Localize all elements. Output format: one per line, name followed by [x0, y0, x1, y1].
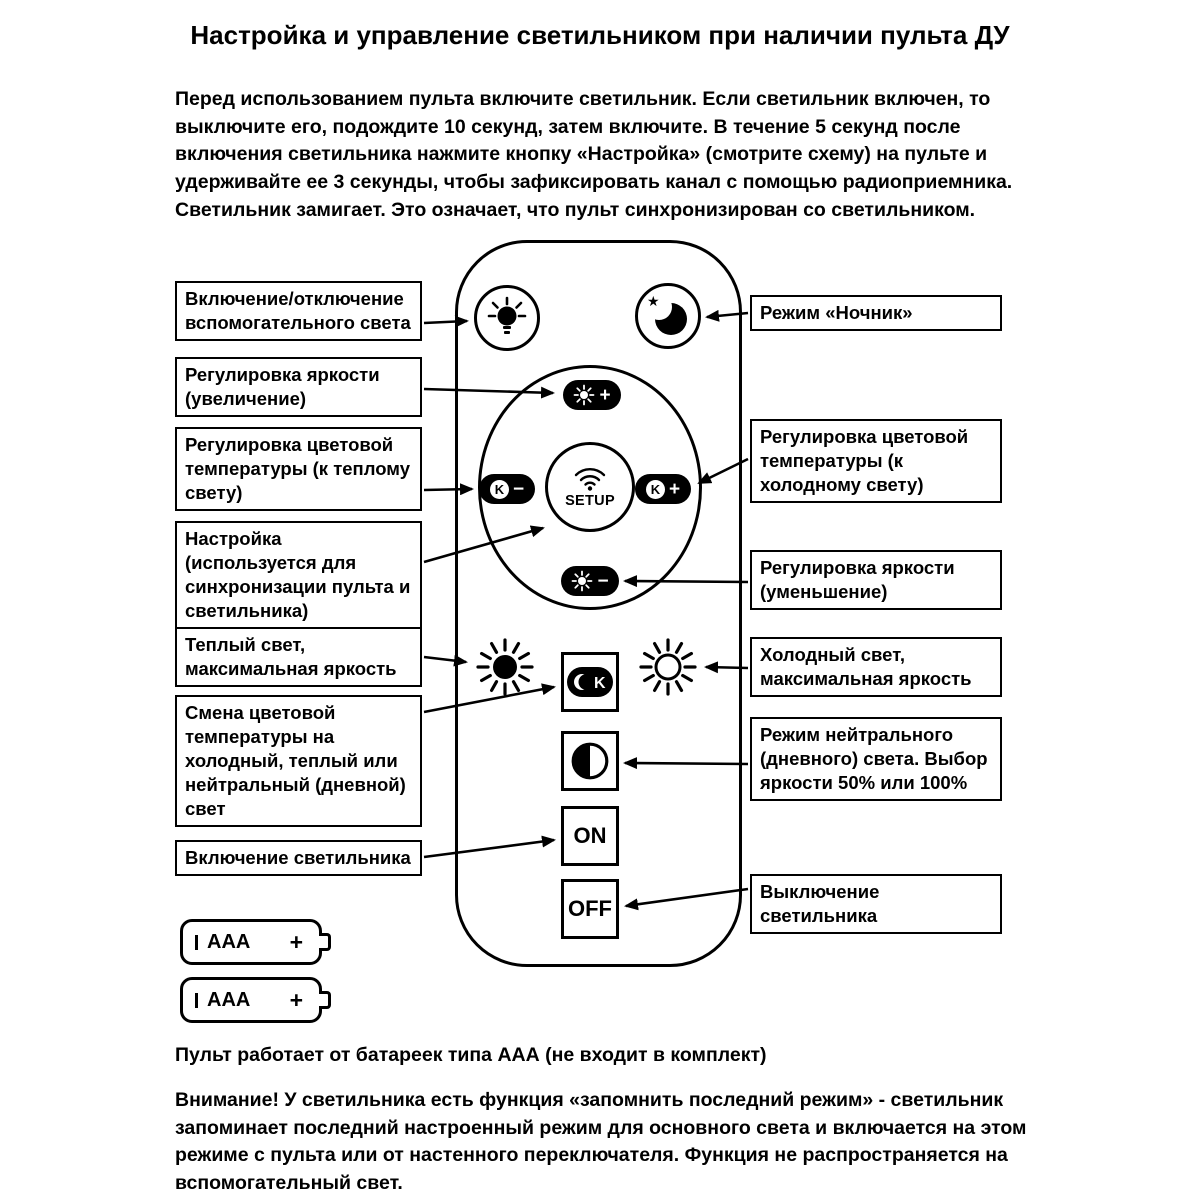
wifi-icon — [574, 467, 606, 491]
temp-warm-button: K − — [479, 474, 535, 504]
warning-paragraph: Внимание! У светильника есть функция «за… — [175, 1089, 1027, 1195]
callout-temp-cycle: Смена цветовой температуры на холодный, … — [175, 695, 422, 828]
callout-cold-max: Холодный свет, максимальная яркость — [750, 637, 1002, 698]
callout-brightness-down: Регулировка яркости (уменьшение) — [750, 550, 1002, 611]
battery-type-label: AAA — [207, 988, 251, 1011]
intro-paragraph: Перед использованием пульта включите све… — [175, 88, 1013, 221]
callout-power-off: Выключение светильника — [750, 874, 1002, 935]
setup-button: SETUP — [545, 442, 635, 532]
plus-sign: + — [668, 478, 681, 500]
battery-minus-terminal — [195, 992, 198, 1008]
brightness-up-button: + — [563, 380, 621, 410]
sun-icon — [572, 570, 593, 592]
callout-power-on: Включение светильника — [175, 840, 422, 877]
callout-brightness-up: Регулировка яркости (увеличение) — [175, 357, 422, 418]
sun-icon — [574, 384, 595, 406]
temp-cold-button: K + — [635, 474, 691, 504]
off-label: OFF — [568, 896, 612, 921]
battery-minus-terminal — [195, 934, 198, 950]
bulb-icon — [487, 296, 527, 334]
battery-plus-label: + — [289, 986, 303, 1013]
on-label: ON — [573, 823, 607, 848]
minus-sign: − — [597, 570, 609, 592]
battery-terminal — [319, 991, 331, 1009]
callout-neutral-mode: Режим нейтрального (дневного) света. Выб… — [750, 717, 1002, 802]
neutral-mode-button — [561, 731, 619, 791]
page-title: Настройка и управление светильником при … — [190, 20, 1010, 50]
callout-aux-light: Включение/отключение вспомогательного св… — [175, 281, 422, 342]
battery-type-label: AAA — [207, 930, 251, 953]
callout-warm-temp: Регулировка цветовой температуры (к тепл… — [175, 427, 422, 512]
callout-cold-temp: Регулировка цветовой температуры (к холо… — [750, 419, 1002, 504]
callout-night-mode: Режим «Ночник» — [750, 295, 1002, 332]
temp-cycle-button: K — [561, 652, 619, 712]
brightness-down-button: − — [561, 566, 619, 596]
svg-text:K: K — [594, 675, 606, 692]
plus-sign: + — [599, 384, 611, 406]
battery-aaa: AAA + — [180, 977, 331, 1023]
power-off-button: OFF — [561, 879, 619, 939]
k-badge: K — [489, 479, 509, 499]
minus-sign: − — [512, 478, 525, 500]
battery-plus-label: + — [289, 928, 303, 955]
warm-sun-icon — [472, 634, 538, 700]
battery-note: Пульт работает от батареек типа ААА (не … — [175, 1044, 767, 1066]
moon-icon: ★ — [647, 293, 687, 335]
power-on-button: ON — [561, 806, 619, 866]
star-icon: ★ — [647, 293, 660, 309]
moon-k-icon: K — [567, 667, 613, 697]
night-mode-button: ★ — [635, 283, 701, 349]
battery-aaa: AAA + — [180, 919, 331, 965]
callout-warm-max: Теплый свет, максимальная яркость — [175, 627, 422, 688]
cold-sun-icon — [635, 634, 701, 700]
battery-terminal — [319, 933, 331, 951]
aux-light-button — [474, 285, 540, 351]
setup-label: SETUP — [565, 492, 615, 509]
callout-setup: Настройка (используется для синхронизаци… — [175, 521, 422, 630]
k-badge: K — [645, 479, 665, 499]
half-circle-icon — [571, 742, 609, 780]
